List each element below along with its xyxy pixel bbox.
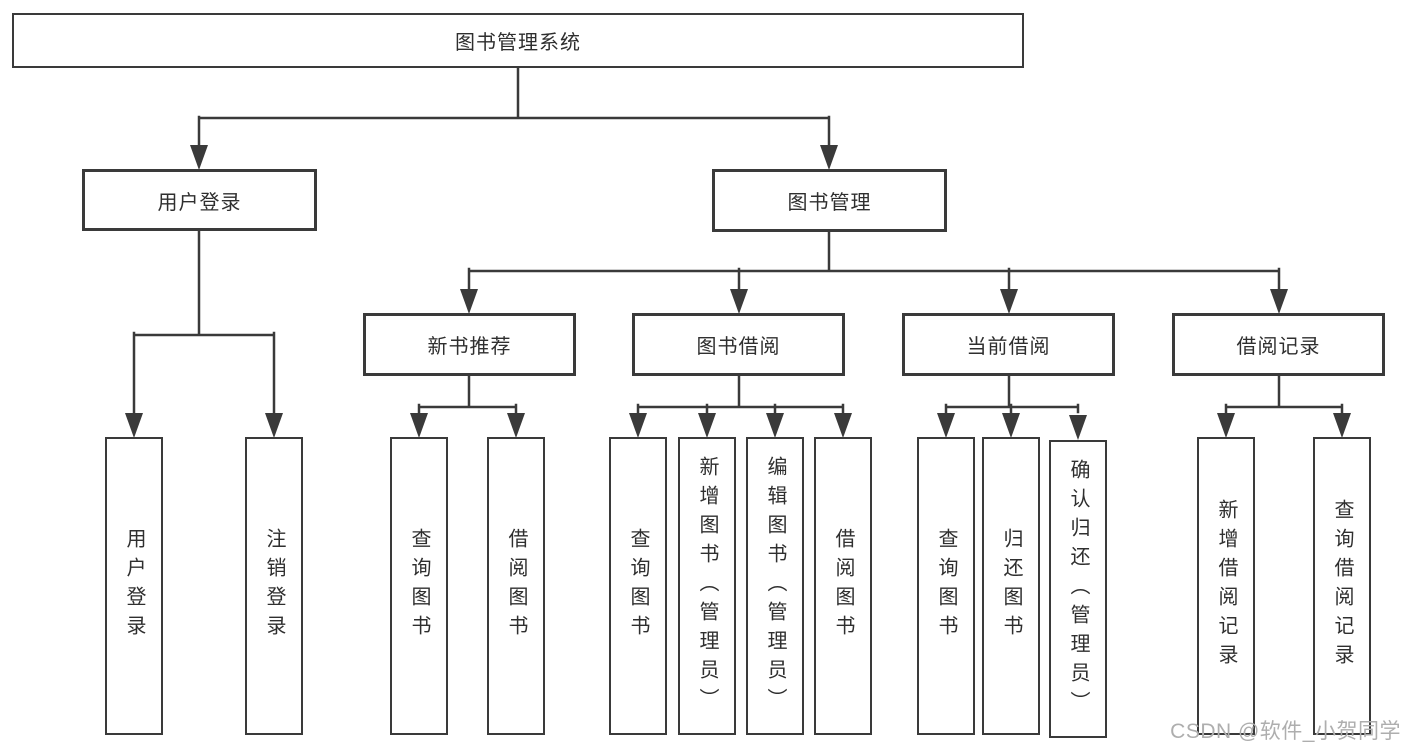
leaf-label: 查询借阅记录 [1331,499,1353,673]
arrowheads [125,145,1351,440]
leaf-borrow-query-book: 查询图书 [609,437,667,735]
leaf-records-add-record: 新增借阅记录 [1197,437,1255,735]
node-book-management: 图书管理 [712,169,947,232]
node-library-management-system: 图书管理系统 [12,13,1024,68]
node-label: 图书管理系统 [455,32,581,54]
node-label: 用户登录 [157,191,242,214]
leaf-label: 用户登录 [123,528,145,644]
node-borrowing-records: 借阅记录 [1172,313,1385,376]
leaf-recommend-query-book: 查询图书 [390,437,448,735]
node-book-borrowing: 图书借阅 [632,313,845,376]
node-label: 图书管理 [787,192,872,214]
leaf-borrow-add-book-admin: 新增图书（管理员） [678,437,736,735]
leaf-label: 编辑图书（管理员） [764,455,786,717]
leaf-label: 新增借阅记录 [1215,499,1237,673]
leaf-recommend-borrow-book: 借阅图书 [487,437,545,735]
leaf-borrow-edit-book-admin: 编辑图书（管理员） [746,437,804,735]
leaf-label: 注销登录 [263,528,285,644]
node-current-borrowing: 当前借阅 [902,313,1115,376]
node-new-book-recommendation: 新书推荐 [363,313,576,376]
leaf-label: 归还图书 [1000,528,1022,644]
node-label: 图书借阅 [696,336,781,358]
leaf-label: 确认归还（管理员） [1067,458,1089,720]
leaf-records-query-record: 查询借阅记录 [1313,437,1371,735]
node-label: 当前借阅 [966,336,1051,358]
leaf-borrow-borrow-book: 借阅图书 [814,437,872,735]
leaf-label: 查询图书 [408,528,430,644]
leaf-label: 借阅图书 [832,528,854,644]
leaf-label: 查询图书 [935,528,957,644]
csdn-watermark: CSDN @软件_小贺同学 [1170,720,1401,743]
leaf-user-login: 用户登录 [105,437,163,735]
leaf-label: 新增图书（管理员） [696,455,718,717]
leaf-label: 借阅图书 [505,528,527,644]
node-label: 借阅记录 [1236,336,1321,358]
leaf-current-confirm-return-admin: 确认归还（管理员） [1049,440,1107,738]
node-user-login: 用户登录 [82,169,317,231]
node-label: 新书推荐 [427,336,512,358]
leaf-label: 查询图书 [627,528,649,644]
leaf-current-query-book: 查询图书 [917,437,975,735]
leaf-current-return-book: 归还图书 [982,437,1040,735]
leaf-logout-login: 注销登录 [245,437,303,735]
